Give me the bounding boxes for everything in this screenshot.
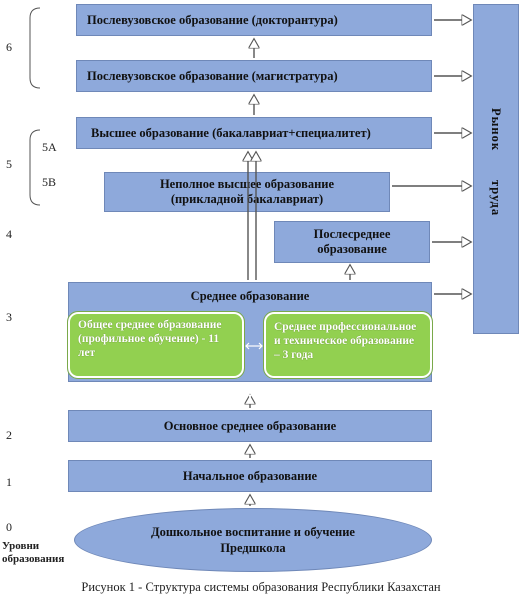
incomplete-higher-line1: Неполное высшее образование: [159, 177, 335, 191]
post-secondary-line1: Послесреднее: [313, 227, 391, 241]
levels-title: Уровни образования: [2, 540, 64, 566]
vocational-secondary-box: Среднее профессиональное и техническое о…: [263, 311, 433, 379]
primary-education-box: Начальное образование: [68, 460, 432, 492]
preschool-line2: Предшкола: [220, 541, 286, 555]
figure-caption: Рисунок 1 - Структура системы образовани…: [81, 580, 441, 594]
higher-education-box: Высшее образование (бакалавриат+специали…: [76, 117, 432, 149]
level-5-label: 5: [6, 157, 12, 171]
brace-level-5: [29, 129, 41, 206]
brace-level-6: [29, 7, 41, 89]
masters-box: Послевузовское образование (магистратура…: [76, 60, 432, 92]
general-secondary-box: Общее среднее образование (профильное об…: [67, 311, 245, 379]
level-4-label: 4: [6, 227, 12, 241]
level-1-label: 1: [6, 475, 12, 489]
higher-education-label: Высшее образование (бакалавриат+специали…: [91, 125, 371, 140]
incomplete-higher-box: Неполное высшее образование (прикладной …: [104, 172, 390, 212]
brace-secondary-tracks: [101, 383, 395, 399]
level-2-label: 2: [6, 428, 12, 442]
doctorate-box: Послевузовское образование (докторантура…: [76, 4, 432, 36]
level-5a-label: 5А: [42, 140, 57, 154]
incomplete-higher-line2: (прикладной бакалавриат): [170, 192, 324, 206]
level-6-label: 6: [6, 40, 12, 54]
level-5b-label: 5В: [42, 175, 57, 189]
labor-market-word2: труда: [489, 180, 503, 217]
level-0-label: 0: [6, 520, 12, 534]
basic-secondary-box: Основное среднее образование: [68, 410, 432, 442]
level-3-label: 3: [6, 310, 12, 324]
labor-market-box: [473, 4, 519, 334]
levels-title-line2: образования: [2, 553, 65, 565]
post-secondary-line2: образование: [317, 242, 387, 256]
post-secondary-box: Послесреднее образование: [274, 221, 430, 263]
preschool-line1: Дошкольное воспитание и обучение: [151, 525, 355, 539]
preschool-ellipse: Дошкольное воспитание и обучение Предшко…: [74, 508, 432, 572]
levels-title-line1: Уровни: [2, 540, 40, 552]
secondary-education-label: Среднее образование: [190, 289, 310, 303]
labor-market-word1: Рынок: [489, 108, 503, 152]
